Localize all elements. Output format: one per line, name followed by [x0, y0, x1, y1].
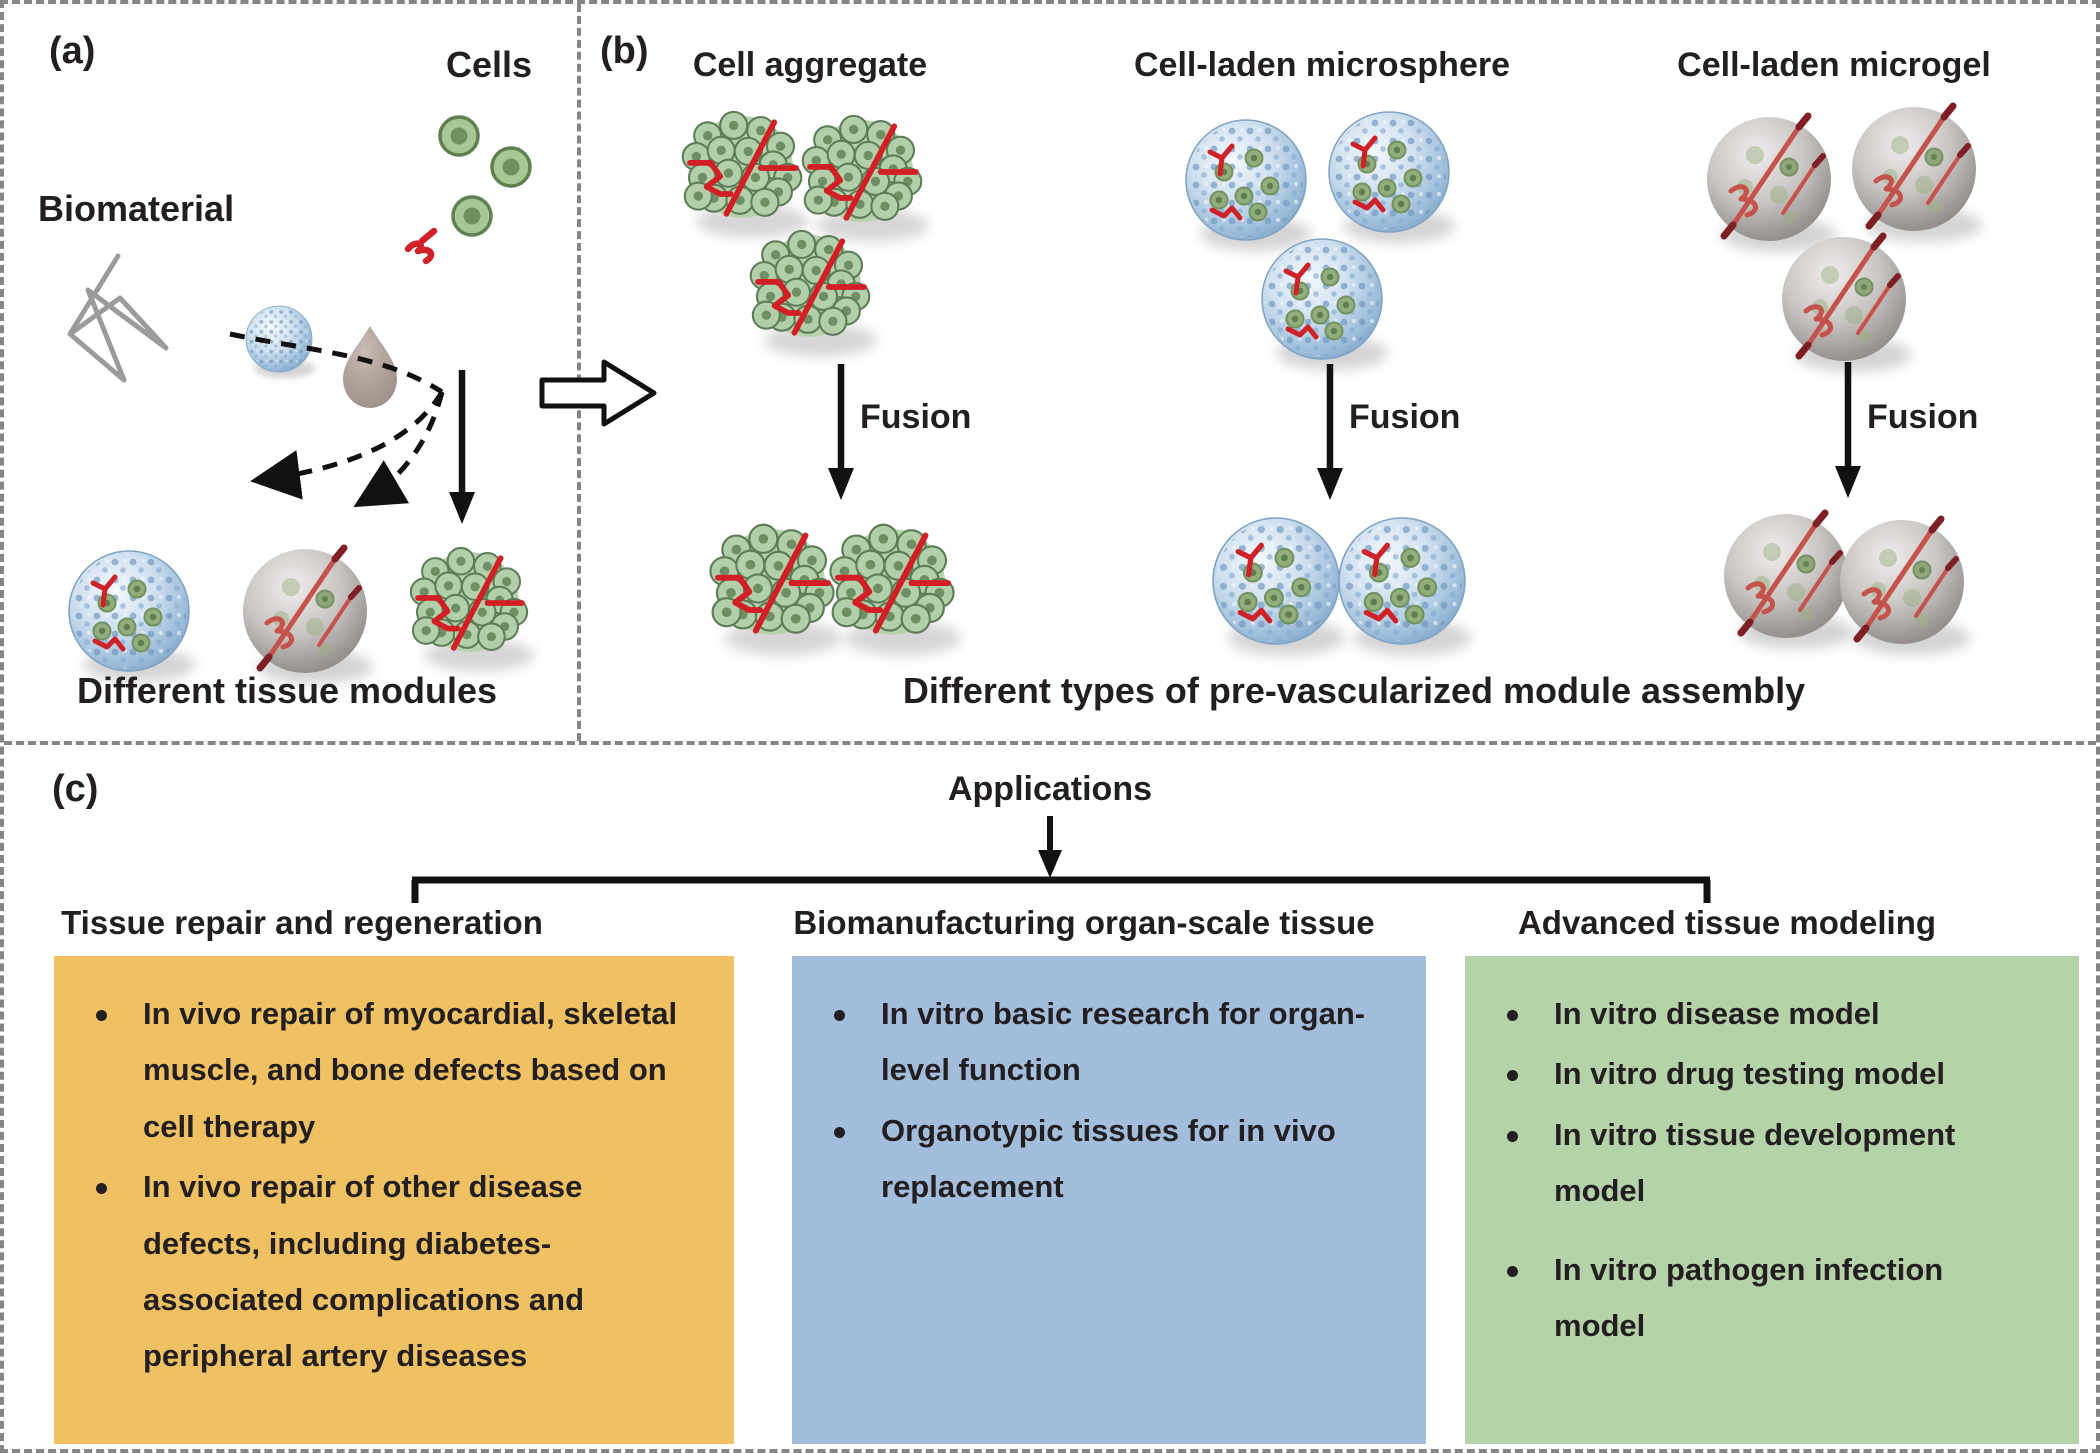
bullet-text: In vitro drug testing model: [1554, 1056, 1945, 1092]
fusion-label-2: Fusion: [1349, 398, 1461, 436]
fused-microgel-graphic: [1724, 513, 1970, 655]
list-item: In vitro basic research for organ-level …: [820, 986, 1371, 1099]
panel-a-label: (a): [49, 30, 96, 72]
bullet-text: In vivo repair of other disease defects,…: [143, 1169, 585, 1374]
tissue-module-microgel-graphic: [243, 548, 373, 684]
list-item: Organotypic tissues for in vivo replacem…: [820, 1103, 1371, 1216]
biomaterial-microsphere-icon: [246, 306, 315, 378]
fusion-arrow-3: [1835, 362, 1861, 498]
column-title-cell-laden-microgel: Cell-laden microgel: [1677, 46, 1991, 84]
illustration-layer: [4, 4, 2096, 903]
fusion-label-1: Fusion: [860, 398, 972, 436]
bullet-icon: [1507, 1070, 1518, 1082]
mixing-dashed-arrows: [229, 331, 445, 508]
bullet-text: In vivo repair of myocardial, skeletal m…: [143, 996, 678, 1144]
bullet-text: In vitro disease model: [1554, 996, 1880, 1031]
bullet-icon: [1507, 1265, 1518, 1277]
bullet-icon: [834, 1010, 845, 1021]
list-item: In vitro pathogen infection model: [1493, 1242, 2019, 1355]
list-item: In vivo repair of other disease defects,…: [82, 1159, 694, 1385]
column-title-cell-aggregate: Cell aggregate: [692, 46, 928, 84]
bullet-icon: [834, 1126, 845, 1138]
box-title-advanced-modeling: Advanced tissue modeling: [1517, 904, 1937, 941]
bullet-text: Organotypic tissues for in vivo replacem…: [881, 1112, 1336, 1205]
list-item: In vitro tissue development model: [1493, 1107, 2019, 1220]
panel-c-label: (c): [52, 768, 99, 810]
panel-b-caption: Different types of pre-vascularized modu…: [902, 670, 1806, 711]
fusion-arrow-1: [828, 364, 854, 500]
fused-microsphere-graphic: [1213, 518, 1471, 656]
box-title-tissue-repair: Tissue repair and regeneration: [61, 904, 543, 941]
cell-aggregate-group: [683, 112, 929, 357]
bullet-icon: [96, 1010, 107, 1021]
applications-title: Applications: [947, 770, 1153, 808]
bullet-icon: [1507, 1130, 1518, 1142]
branch-bracket: [411, 876, 1711, 903]
list-item: In vitro disease model: [1493, 986, 2019, 1042]
fusion-arrow-2: [1317, 364, 1343, 500]
applications-arrow: [1038, 816, 1062, 878]
hydrogel-droplet-icon: [343, 326, 397, 408]
panel-divider-horizontal: [4, 741, 2096, 745]
column-title-cell-laden-microsphere: Cell-laden microsphere: [1133, 46, 1510, 84]
panel-b-label: (b): [600, 30, 649, 72]
biomaterial-wireframe-icon: [67, 253, 169, 383]
biomaterial-label: Biomaterial: [38, 188, 235, 229]
panel-divider-vertical: [577, 4, 581, 741]
bullet-icon: [96, 1183, 107, 1195]
panel-transition-arrow-icon: [539, 359, 657, 427]
list-item: In vitro drug testing model: [1493, 1046, 2019, 1102]
tissue-repair-box: In vivo repair of myocardial, skeletal m…: [54, 956, 734, 1444]
tissue-module-aggregate-graphic: [411, 548, 534, 671]
bullet-text: In vitro tissue development model: [1554, 1116, 1956, 1209]
cell-laden-microgel-group: [1707, 106, 1982, 372]
tissue-module-microsphere-graphic: [69, 551, 195, 682]
bullet-icon: [1507, 1010, 1518, 1021]
fusion-label-3: Fusion: [1867, 398, 1979, 436]
fused-aggregate-graphic: [710, 525, 961, 656]
list-item: In vivo repair of myocardial, skeletal m…: [82, 986, 694, 1155]
bullet-text: In vitro pathogen infection model: [1554, 1251, 1944, 1344]
cells-icon: [404, 115, 532, 265]
advanced-modeling-box: In vitro disease model In vitro drug tes…: [1465, 956, 2079, 1444]
box-title-biomanufacturing: Biomanufacturing organ-scale tissue: [793, 904, 1375, 941]
biomanufacturing-box: In vitro basic research for organ-level …: [792, 956, 1426, 1444]
cell-laden-microsphere-group: [1186, 112, 1455, 370]
panel-a-caption: Different tissue modules: [76, 670, 498, 711]
bullet-text: In vitro basic research for organ-level …: [881, 996, 1366, 1088]
cells-label: Cells: [445, 44, 533, 85]
down-arrow: [449, 370, 475, 524]
